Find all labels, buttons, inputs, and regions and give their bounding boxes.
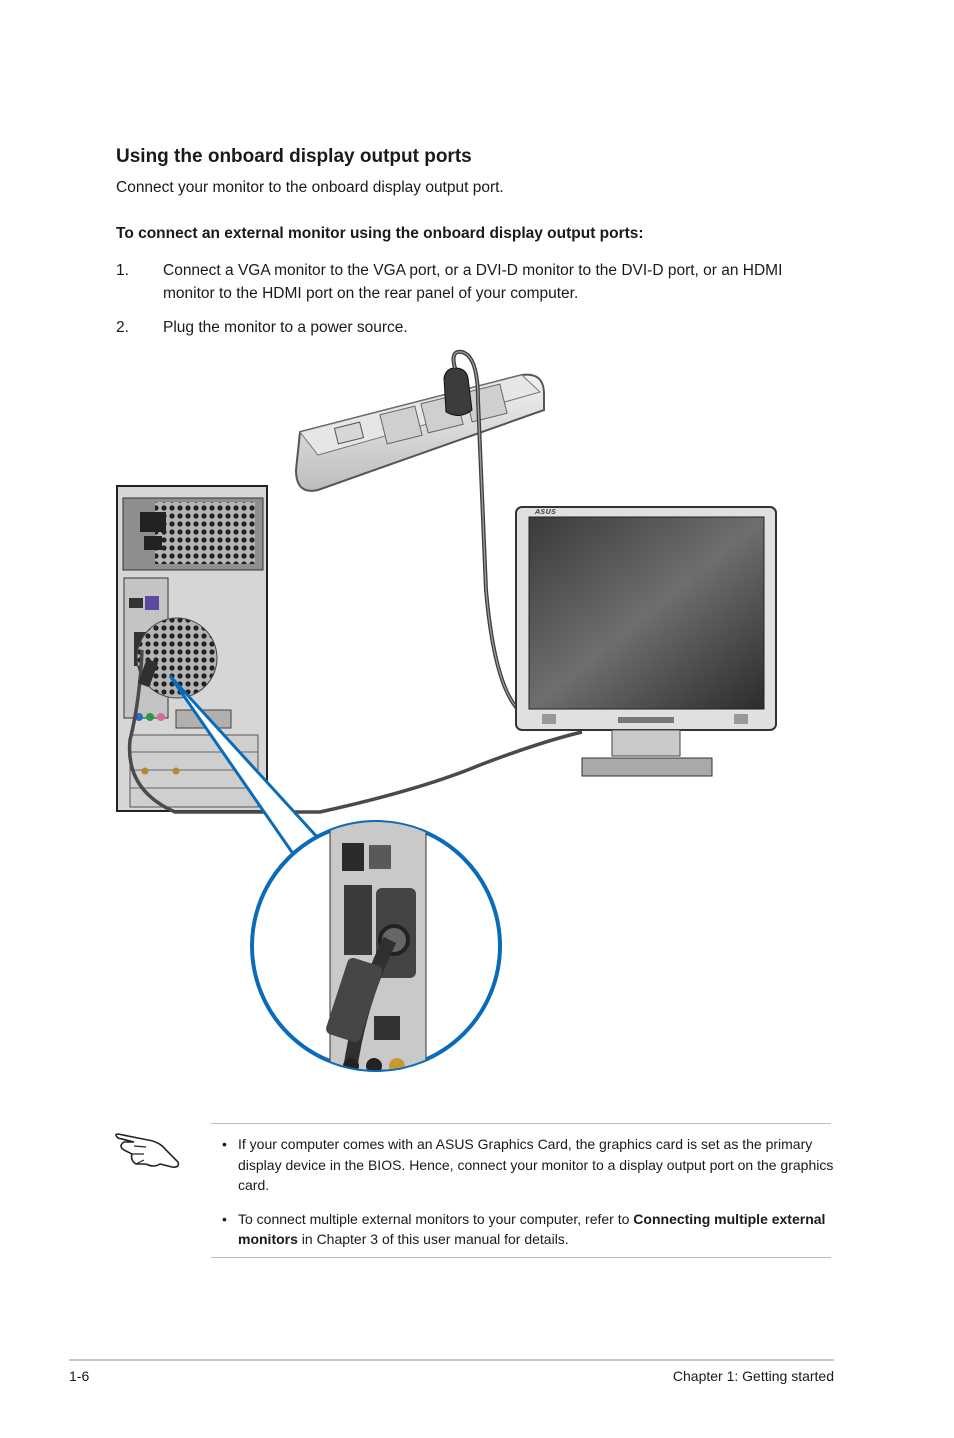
bullet: • [222,1210,227,1227]
note-top-rule [211,1123,831,1124]
note-text-pre: To connect multiple external monitors to… [238,1210,634,1227]
note-list: • If your computer comes with an ASUS Gr… [222,1134,834,1263]
note-item: • To connect multiple external monitors … [222,1209,834,1250]
step-text: Plug the monitor to a power source. [163,319,408,336]
power-strip-icon [294,367,545,492]
footer-rule [69,1359,834,1361]
computer-tower-rear-icon [116,485,583,814]
procedure-title: To connect an external monitor using the… [116,225,644,242]
page-number: 1-6 [69,1368,90,1384]
bullet: • [222,1136,227,1152]
pointing-hand-icon [115,1133,180,1168]
step-number: 1. [116,262,129,279]
note-bottom-rule [211,1257,831,1258]
step-text: Connect a VGA monitor to the VGA port, o… [163,262,783,302]
chapter-title: Chapter 1: Getting started [672,1368,834,1384]
step-2: 2. Plug the monitor to a power source. [116,316,836,340]
step-number: 2. [116,319,129,336]
monitor-brand-logo: ASUS [534,508,556,516]
monitor-icon: ASUS [515,506,777,777]
step-1: 1. Connect a VGA monitor to the VGA port… [116,259,836,307]
note-text: If your computer comes with an ASUS Grap… [238,1136,834,1193]
note-item: • If your computer comes with an ASUS Gr… [222,1134,834,1196]
magnifier-callout-icon [168,674,502,1072]
intro-text: Connect your monitor to the onboard disp… [116,179,504,196]
connection-illustration: ASUS [116,349,777,1072]
note-text-bold: Connecting multiple external monitors [238,1210,826,1248]
note-text-post: in Chapter 3 of this user manual for det… [297,1231,569,1247]
section-title: Using the onboard display output ports [116,146,472,167]
